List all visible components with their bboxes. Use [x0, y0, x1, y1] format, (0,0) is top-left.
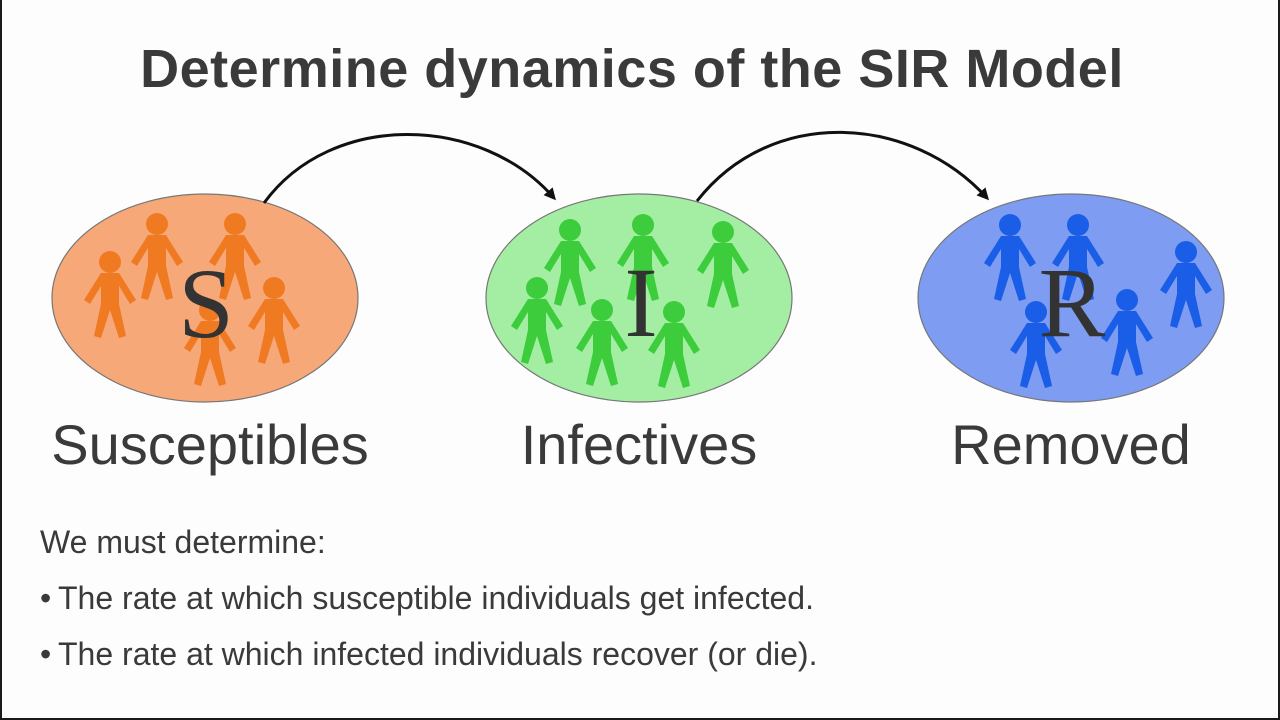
- susceptibles-letter: S: [178, 248, 234, 359]
- label-removed: Removed: [951, 413, 1191, 476]
- arrow-s-to-i: [262, 133, 556, 204]
- intro-text: We must determine:: [40, 524, 326, 560]
- bullet-text: The rate at which susceptible individual…: [58, 580, 814, 616]
- bullet-glyph: •: [40, 580, 52, 616]
- bullet-recovery-rate: •The rate at which infected individuals …: [40, 636, 817, 673]
- bullet-infection-rate: •The rate at which susceptible individua…: [40, 580, 814, 617]
- bullet-text: The rate at which infected individuals r…: [58, 636, 818, 672]
- arrow-i-to-r: [695, 130, 990, 202]
- label-infectives: Infectives: [520, 413, 758, 476]
- bullet-glyph: •: [40, 636, 52, 672]
- infectives-letter: I: [624, 247, 657, 358]
- label-susceptibles: Susceptibles: [51, 413, 369, 476]
- removed-ellipse: [917, 193, 1225, 403]
- removed-letter: R: [1039, 247, 1106, 358]
- slide-title: Determine dynamics of the SIR Model: [140, 39, 1124, 99]
